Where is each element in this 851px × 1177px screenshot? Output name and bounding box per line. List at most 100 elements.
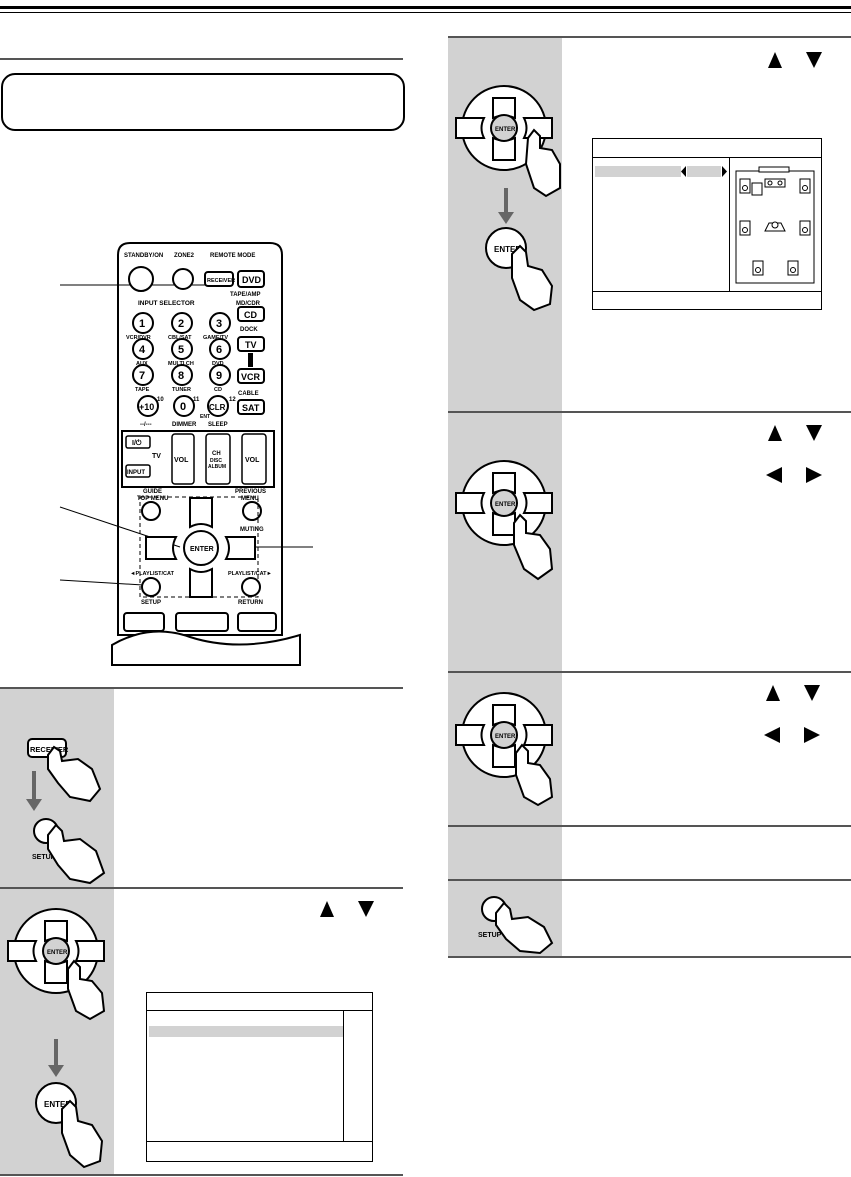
enter-button[interactable] — [490, 114, 518, 142]
remote-enter-button[interactable] — [183, 530, 219, 566]
left-arrow-button[interactable] — [455, 724, 486, 746]
main-vol-rocker[interactable] — [241, 433, 267, 485]
menu-highlight — [149, 1026, 343, 1037]
receiver-button-label: RECEIVER — [30, 745, 69, 754]
num-6: 6 — [216, 344, 222, 356]
enter-button[interactable] — [490, 721, 518, 749]
right-arrow-button[interactable] — [522, 492, 553, 514]
label-cbl-sat: CBL/SAT — [168, 335, 192, 341]
enter-button[interactable] — [42, 937, 70, 965]
clr-button[interactable] — [207, 395, 229, 417]
enter-label: ENTER — [495, 502, 516, 508]
vcr-button[interactable] — [237, 368, 265, 384]
top-menu-label: TOP MENU — [137, 496, 168, 502]
return-label: RETURN — [238, 600, 263, 606]
previous-label: PREVIOUS — [235, 489, 266, 495]
enter-big-label: ENTER — [494, 245, 521, 254]
muting-label: MUTING — [240, 527, 264, 533]
menu-label: MENU — [241, 496, 259, 502]
enter-button[interactable] — [490, 489, 518, 517]
dvd-button[interactable] — [237, 270, 265, 288]
left-arrow-button[interactable] — [455, 117, 486, 139]
plus10-label: +10 — [139, 402, 154, 412]
hand-icon — [515, 743, 554, 807]
step-rule — [448, 411, 851, 413]
down-triangle-icon — [806, 425, 822, 441]
ch-disc-rocker[interactable] — [205, 433, 231, 485]
step-7-illustration: SETUP — [478, 896, 554, 955]
number-pad[interactable] — [132, 312, 231, 386]
remote-left-button[interactable] — [145, 536, 178, 560]
enter-big-label: ENTER — [44, 1100, 71, 1109]
tv-vol-rocker[interactable] — [171, 433, 195, 485]
enter-label: ENTER — [495, 127, 516, 133]
num-8: 8 — [178, 370, 184, 382]
cable-label: CABLE — [238, 391, 259, 397]
cd-button[interactable] — [237, 306, 265, 322]
step-4-illustration: ENTER — [455, 460, 554, 581]
remote-control-illustration: REMOTE MODE STANDBY/ON ZONE2 RECEIVER DV… — [59, 242, 313, 666]
tv-mode-button[interactable] — [237, 336, 265, 352]
remote-down-button[interactable] — [189, 567, 213, 598]
pause-button[interactable] — [123, 612, 165, 632]
menu-button[interactable] — [242, 501, 262, 521]
num-4: 4 — [139, 344, 146, 356]
hand-icon — [67, 959, 106, 1021]
step-5-illustration: ENTER — [455, 692, 554, 807]
hand-icon — [524, 128, 561, 198]
remote-up-button[interactable] — [189, 497, 213, 529]
disc-label: DISC — [210, 458, 222, 464]
remote-right-button[interactable] — [224, 536, 256, 560]
return-button[interactable] — [241, 577, 261, 597]
speaker-config-screen — [592, 138, 822, 310]
zone2-button[interactable] — [172, 268, 194, 290]
tv-label: TV — [152, 453, 161, 460]
top-menu-button[interactable] — [141, 501, 161, 521]
right-arrow-button[interactable] — [522, 724, 553, 746]
standby-button[interactable] — [128, 266, 154, 292]
main-vol-label: VOL — [245, 457, 260, 464]
value-box — [687, 166, 721, 177]
dock-label: DOCK — [240, 327, 258, 333]
hand-icon — [47, 745, 102, 803]
left-arrow-button[interactable] — [455, 492, 486, 514]
play-button[interactable] — [175, 612, 229, 632]
right-arrow-button[interactable] — [74, 940, 105, 962]
menu-divider — [343, 1011, 344, 1141]
left-arrow-button[interactable] — [7, 940, 38, 962]
md-cdr-label: MD/CDR — [236, 301, 261, 307]
down-arrow-icon — [48, 1065, 64, 1077]
receiver-mode-button[interactable] — [204, 271, 234, 287]
setup-button-label: SETUP — [32, 854, 56, 861]
standby-label: STANDBY/ON — [124, 253, 163, 259]
remote-setup-button[interactable] — [141, 577, 161, 597]
step-2-arrows — [320, 901, 374, 917]
num-1: 1 — [139, 318, 145, 330]
stop-button[interactable] — [237, 612, 277, 632]
step-rule — [448, 825, 851, 827]
zero-button[interactable] — [173, 395, 195, 417]
playlist-right-label: PLAYLIST/CAT► — [228, 571, 272, 577]
speaker-layout — [735, 166, 815, 284]
tv-vol-label: VOL — [174, 457, 189, 464]
tv-power-button[interactable] — [125, 435, 151, 449]
header-rule — [0, 6, 851, 9]
sat-button[interactable] — [237, 399, 265, 415]
speaker-icon — [751, 182, 763, 196]
heading-box — [1, 73, 405, 131]
hand-icon — [511, 244, 554, 312]
label-tuner: TUNER — [172, 387, 191, 393]
plus10-button[interactable] — [137, 395, 159, 417]
dash-label: --/--- — [140, 422, 152, 428]
up-triangle-icon — [320, 901, 334, 917]
num12-label: 12 — [229, 397, 236, 403]
num-9: 9 — [216, 370, 222, 382]
hand-icon — [61, 1099, 104, 1169]
tv-input-button[interactable] — [125, 464, 151, 478]
step-4-arrows — [766, 425, 822, 483]
label-aux: AUX — [136, 361, 148, 367]
screen-highlight — [595, 166, 681, 177]
step-rule — [448, 879, 851, 881]
value-arrows — [681, 166, 727, 177]
zero-label: 0 — [180, 401, 186, 413]
